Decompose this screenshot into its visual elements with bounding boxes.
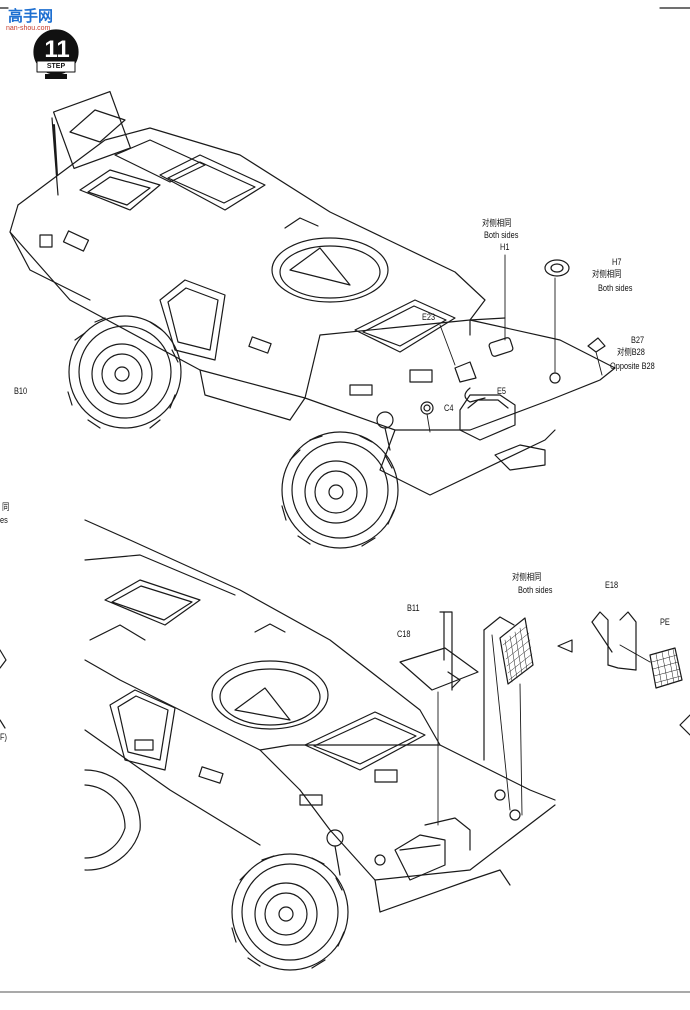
top-parts bbox=[420, 254, 606, 433]
label-c4: C4 bbox=[444, 403, 454, 413]
label-b10: B10 bbox=[14, 386, 28, 396]
label-h7-part: H7 bbox=[612, 257, 622, 267]
step-word: STEP bbox=[46, 63, 66, 70]
label-e23: E23 bbox=[422, 312, 436, 322]
watermark-url: nan-shou.com bbox=[6, 25, 51, 32]
label-h7-en: Both sides bbox=[598, 283, 633, 293]
label-b27-part: B27 bbox=[631, 335, 645, 345]
label-e18: E18 bbox=[605, 580, 619, 590]
step-badge-plate bbox=[36, 60, 76, 73]
top-vehicle-drawing bbox=[9, 90, 616, 549]
step-badge: 11 STEP bbox=[31, 36, 81, 78]
label-h7-cn: 对侧相同 bbox=[592, 269, 622, 279]
label-b27-cn: 对侧B28 bbox=[617, 347, 645, 357]
watermark-brand: 高手网 bbox=[8, 8, 54, 25]
label-left-f-cut: F) bbox=[0, 732, 7, 742]
label-h1-en: Both sides bbox=[484, 230, 519, 240]
bottom-parts bbox=[399, 611, 690, 826]
label-c18: C18 bbox=[397, 629, 411, 639]
label-both-sides-cn: 对侧相同 bbox=[512, 572, 542, 582]
label-e5: E5 bbox=[497, 386, 507, 396]
label-b27-en: Opposite B28 bbox=[610, 361, 655, 371]
label-h1-cn: 对侧相同 bbox=[482, 218, 512, 228]
site-watermark: 高手网 nan-shou.com bbox=[2, 4, 68, 38]
step-number: 11 bbox=[44, 36, 70, 63]
label-both-sides-en: Both sides bbox=[518, 585, 553, 595]
label-b11: B11 bbox=[407, 603, 420, 613]
label-h1-part: H1 bbox=[500, 242, 510, 252]
bottom-vehicle-drawing bbox=[84, 519, 556, 971]
left-edge-parts bbox=[0, 649, 7, 729]
label-left-both-cut: 同 bbox=[2, 502, 10, 512]
label-pe: PE bbox=[660, 617, 670, 627]
label-left-sides-cut: es bbox=[0, 515, 8, 525]
